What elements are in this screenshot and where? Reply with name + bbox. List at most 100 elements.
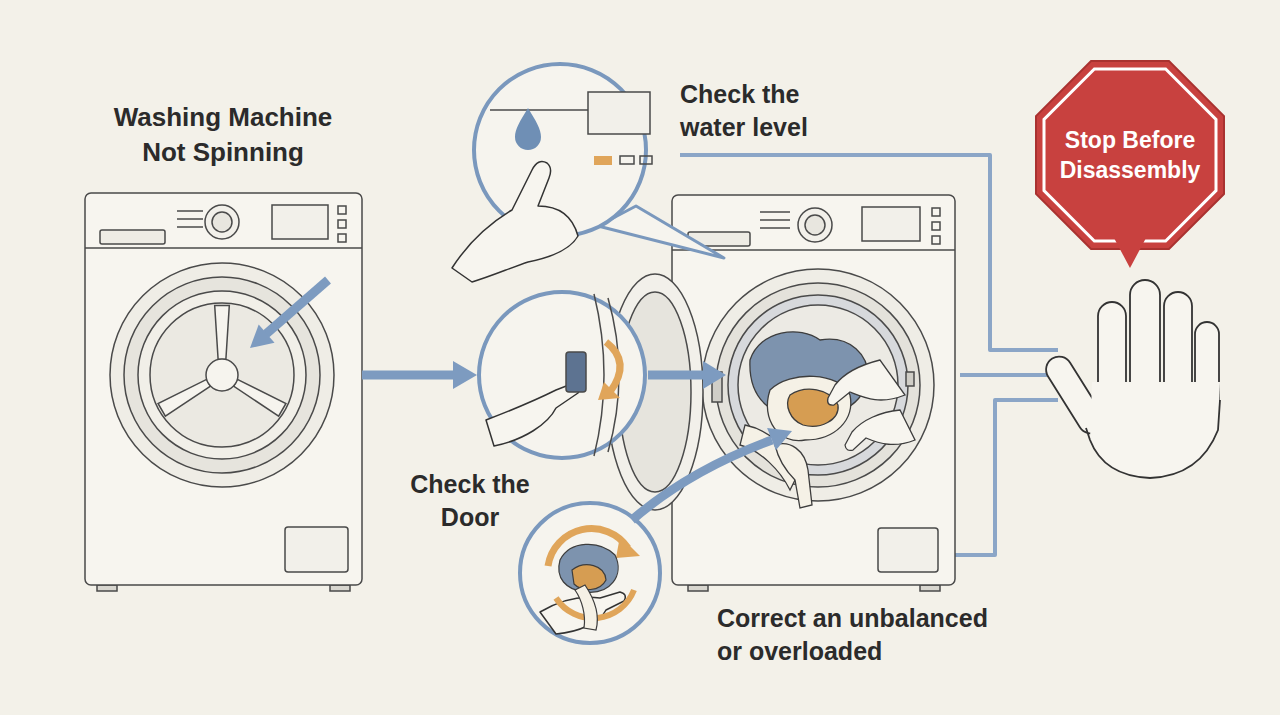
rotation-arrow xyxy=(548,342,640,618)
washer-part xyxy=(158,379,210,416)
washing-machine-illustration xyxy=(712,372,722,402)
stop-hand xyxy=(1130,280,1160,410)
rotation-arrow xyxy=(598,382,620,400)
flow-arrow xyxy=(362,371,457,380)
laundry-illustration xyxy=(828,360,905,405)
step-label: Correct an unbalanced or overloaded xyxy=(717,602,1012,668)
washer-part xyxy=(177,210,203,212)
leader-line xyxy=(680,155,1058,555)
washer-outline xyxy=(85,193,362,591)
control-panel-detail xyxy=(588,92,650,134)
heading-label: Washing Machine Not Spinning xyxy=(103,100,343,170)
washing-machine-illustration xyxy=(920,585,940,591)
washer-part xyxy=(338,220,346,228)
leader-line xyxy=(705,400,1058,555)
direction-arrow xyxy=(250,280,792,520)
step-label: Check the water level xyxy=(680,78,850,144)
washing-machine-illustration xyxy=(728,295,908,475)
washing-machine-illustration xyxy=(906,372,914,386)
door-detail xyxy=(566,352,586,392)
laundry-illustration xyxy=(575,585,597,630)
washing-machine-illustration xyxy=(932,208,940,216)
water-drop xyxy=(515,108,541,150)
node-shape xyxy=(1035,60,1225,250)
octagon-inner-border xyxy=(1044,69,1216,241)
control-panel-detail xyxy=(620,156,634,164)
washer-part xyxy=(100,230,165,244)
direction-arrow xyxy=(767,428,792,450)
leader-line xyxy=(960,373,1058,377)
control-panel-detail xyxy=(640,156,652,164)
rotation-arrow xyxy=(556,590,634,618)
stop-label: Stop Before Disassembly xyxy=(1057,60,1203,250)
direction-arrow xyxy=(266,280,328,334)
hand-illustration xyxy=(486,383,580,446)
washer-part xyxy=(177,226,203,228)
stop-pointer xyxy=(1114,238,1146,268)
washer-part xyxy=(85,247,362,249)
step-circle-outline xyxy=(520,503,660,643)
door-detail xyxy=(594,294,604,456)
node-shape xyxy=(472,62,648,238)
door-detail xyxy=(566,294,619,456)
laundry-illustration xyxy=(740,425,800,490)
laundry-illustration xyxy=(740,332,915,508)
stop-hand xyxy=(1041,352,1109,439)
step-label: Check the Door xyxy=(385,468,555,534)
washer-part xyxy=(212,212,232,232)
stop-hand xyxy=(1195,322,1219,414)
washer-part xyxy=(177,218,203,220)
washer-part xyxy=(205,205,239,239)
direction-arrow xyxy=(632,440,772,520)
washing-machine-illustration xyxy=(607,195,955,591)
washing-machine-illustration xyxy=(702,269,934,501)
washing-machine-illustration xyxy=(805,215,825,235)
washer-part xyxy=(110,263,334,487)
step-circle: Check the Door xyxy=(477,290,647,460)
washing-machine-illustration xyxy=(878,528,938,572)
hand-illustration xyxy=(452,162,578,282)
washer-part xyxy=(272,205,328,239)
washing-machine-illustration xyxy=(932,222,940,230)
washer-part xyxy=(330,585,350,591)
washer-part xyxy=(150,303,294,447)
washer-part xyxy=(97,585,117,591)
laundry-illustration xyxy=(750,332,868,415)
washing-machine: Washing Machine Not Spinning xyxy=(85,193,362,585)
step-circle-outline xyxy=(474,64,646,236)
washer-part xyxy=(124,277,320,473)
washer-part xyxy=(138,291,306,459)
laundry-illustration xyxy=(775,444,812,508)
stop-sign: Stop Before Disassembly xyxy=(1035,60,1225,250)
control-panel-detail xyxy=(490,109,640,111)
washer-part xyxy=(215,305,230,359)
node-shape xyxy=(85,193,362,585)
washing-machine-illustration xyxy=(672,195,955,585)
washing-machine-illustration xyxy=(738,305,898,465)
stop-hand xyxy=(1164,292,1192,410)
washing-machine-illustration xyxy=(862,207,920,241)
laundry-illustration xyxy=(788,389,838,426)
rotation-arrow xyxy=(548,529,628,566)
washing-machine-illustration xyxy=(688,232,750,246)
node-shape xyxy=(477,290,647,460)
direction-arrow xyxy=(250,325,275,349)
octagon-outline xyxy=(1036,61,1224,249)
direction-arrow xyxy=(703,361,726,389)
step-circle: Check the water level xyxy=(472,62,648,238)
washing-machine-illustration xyxy=(798,208,832,242)
door-detail xyxy=(608,298,619,452)
washing-machine-illustration xyxy=(672,249,955,251)
stop-hand xyxy=(1090,382,1220,478)
laundry-illustration xyxy=(559,544,618,630)
washer-part xyxy=(234,379,286,416)
washer-part xyxy=(206,359,238,391)
washer-part xyxy=(338,206,346,214)
laundry-illustration xyxy=(559,544,618,592)
control-panel-detail xyxy=(490,92,652,165)
washing-machine-illustration xyxy=(760,227,790,229)
stop-hand xyxy=(1041,280,1220,478)
